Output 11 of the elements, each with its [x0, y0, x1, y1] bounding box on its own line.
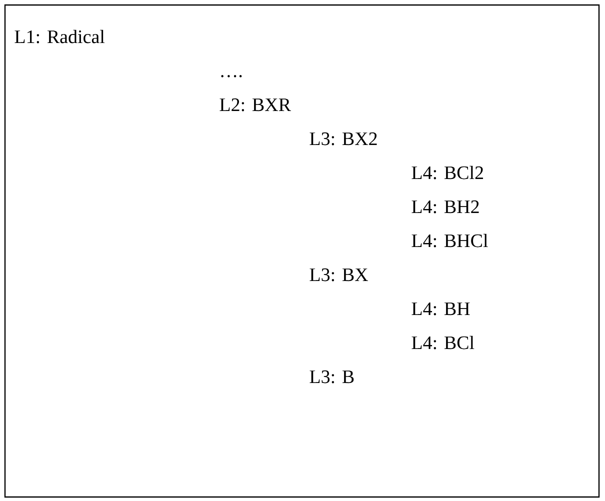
tree-item: L3: B — [310, 370, 354, 384]
tree-item: L4: BH — [412, 302, 470, 316]
tree-item: …. — [221, 75, 242, 78]
tree-item: L2: BXR — [220, 98, 291, 112]
tree-item: L4: BCl2 — [412, 166, 483, 180]
tree-item: L3: BX2 — [310, 132, 377, 146]
tree-item: L1: Radical — [14, 30, 105, 44]
tree-item: L4: BH2 — [412, 200, 479, 214]
tree-item: L3: BX — [310, 268, 368, 282]
tree-item: L4: BCl — [412, 336, 474, 350]
tree-item: L4: BHCl — [412, 234, 488, 248]
